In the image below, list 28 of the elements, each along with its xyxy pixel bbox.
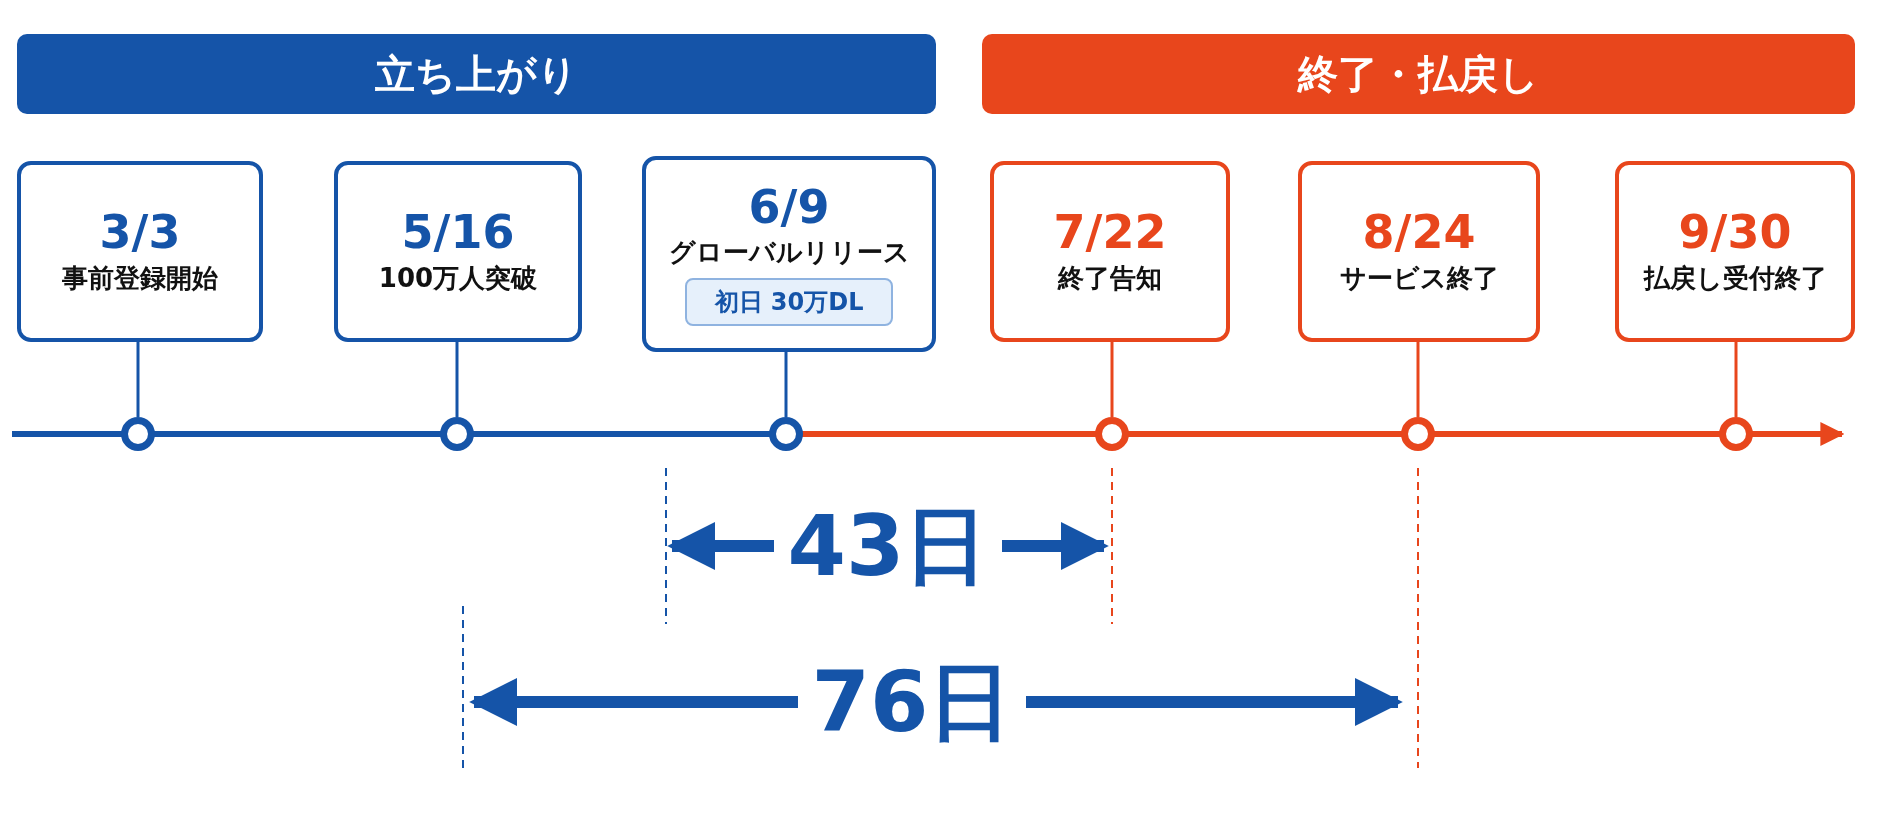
phase-banner: 立ち上がり: [17, 34, 936, 114]
stat-badge: 初日 30万DL: [684, 278, 894, 327]
event-text: 100万人突破: [378, 261, 538, 295]
date-text: 7/22: [1053, 207, 1167, 258]
timeline-dot: [769, 417, 803, 451]
event-card: [990, 161, 1230, 342]
date-text: 9/30: [1678, 207, 1792, 258]
connector-line: [1734, 342, 1738, 417]
date-text: 8/24: [1362, 207, 1476, 258]
connector-line: [136, 342, 140, 417]
connector-line: [1416, 342, 1420, 417]
connector-line: [784, 352, 788, 417]
event-card: [334, 161, 582, 342]
phase-banner: 終了・払戻し: [982, 34, 1855, 114]
date-text: 3/3: [99, 207, 181, 258]
event-card: [1615, 161, 1855, 342]
event-text: 事前登録開始: [62, 261, 218, 295]
event-card: [1298, 161, 1540, 342]
event-card: [642, 156, 936, 352]
connector-line: [1110, 342, 1114, 417]
connector-line: [455, 342, 459, 417]
event-text: 払戻し受付終了: [1643, 261, 1827, 295]
date-text: 6/9: [748, 181, 830, 233]
event-text: グローバルリリース: [668, 236, 910, 270]
event-text: 終了告知: [1058, 261, 1162, 295]
event-card: [17, 161, 263, 342]
date-text: 5/16: [401, 207, 515, 258]
event-text: サービス終了: [1339, 261, 1499, 295]
